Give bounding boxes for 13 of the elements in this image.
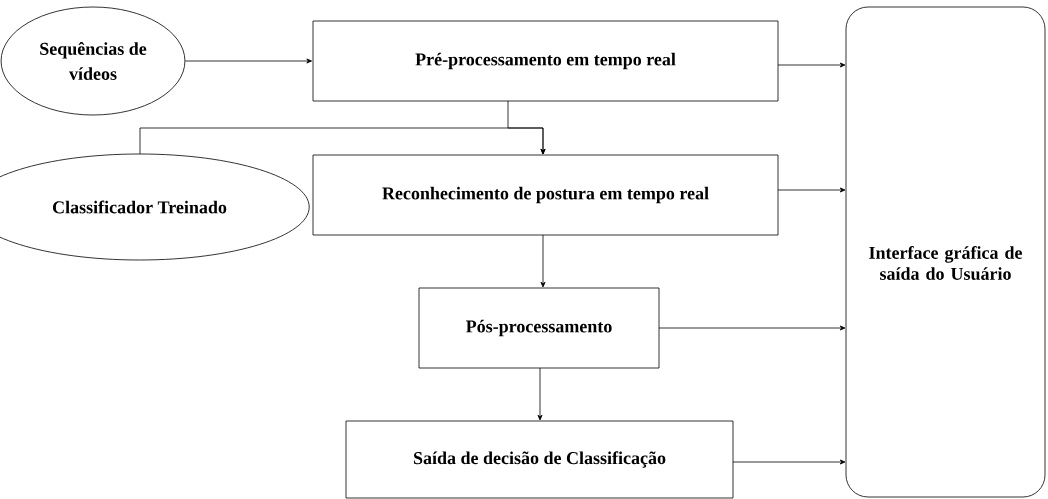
arrow	[540, 234, 546, 288]
arrow	[184, 58, 312, 64]
process-box: Reconhecimento de postura em tempo real	[312, 154, 779, 236]
process-box: Saída de decisão de Classificação	[345, 420, 734, 499]
arrow	[777, 62, 846, 68]
arrow	[139, 127, 546, 155]
arrow	[777, 187, 846, 193]
arrow	[537, 367, 543, 421]
arrow	[732, 459, 846, 465]
process-box: Pré-processamento em tempo real	[312, 20, 779, 102]
arrow	[658, 325, 846, 331]
process-box: Pós-processamento	[418, 287, 660, 369]
output-panel: Interface gráfica de saída do Usuário	[845, 6, 1046, 498]
